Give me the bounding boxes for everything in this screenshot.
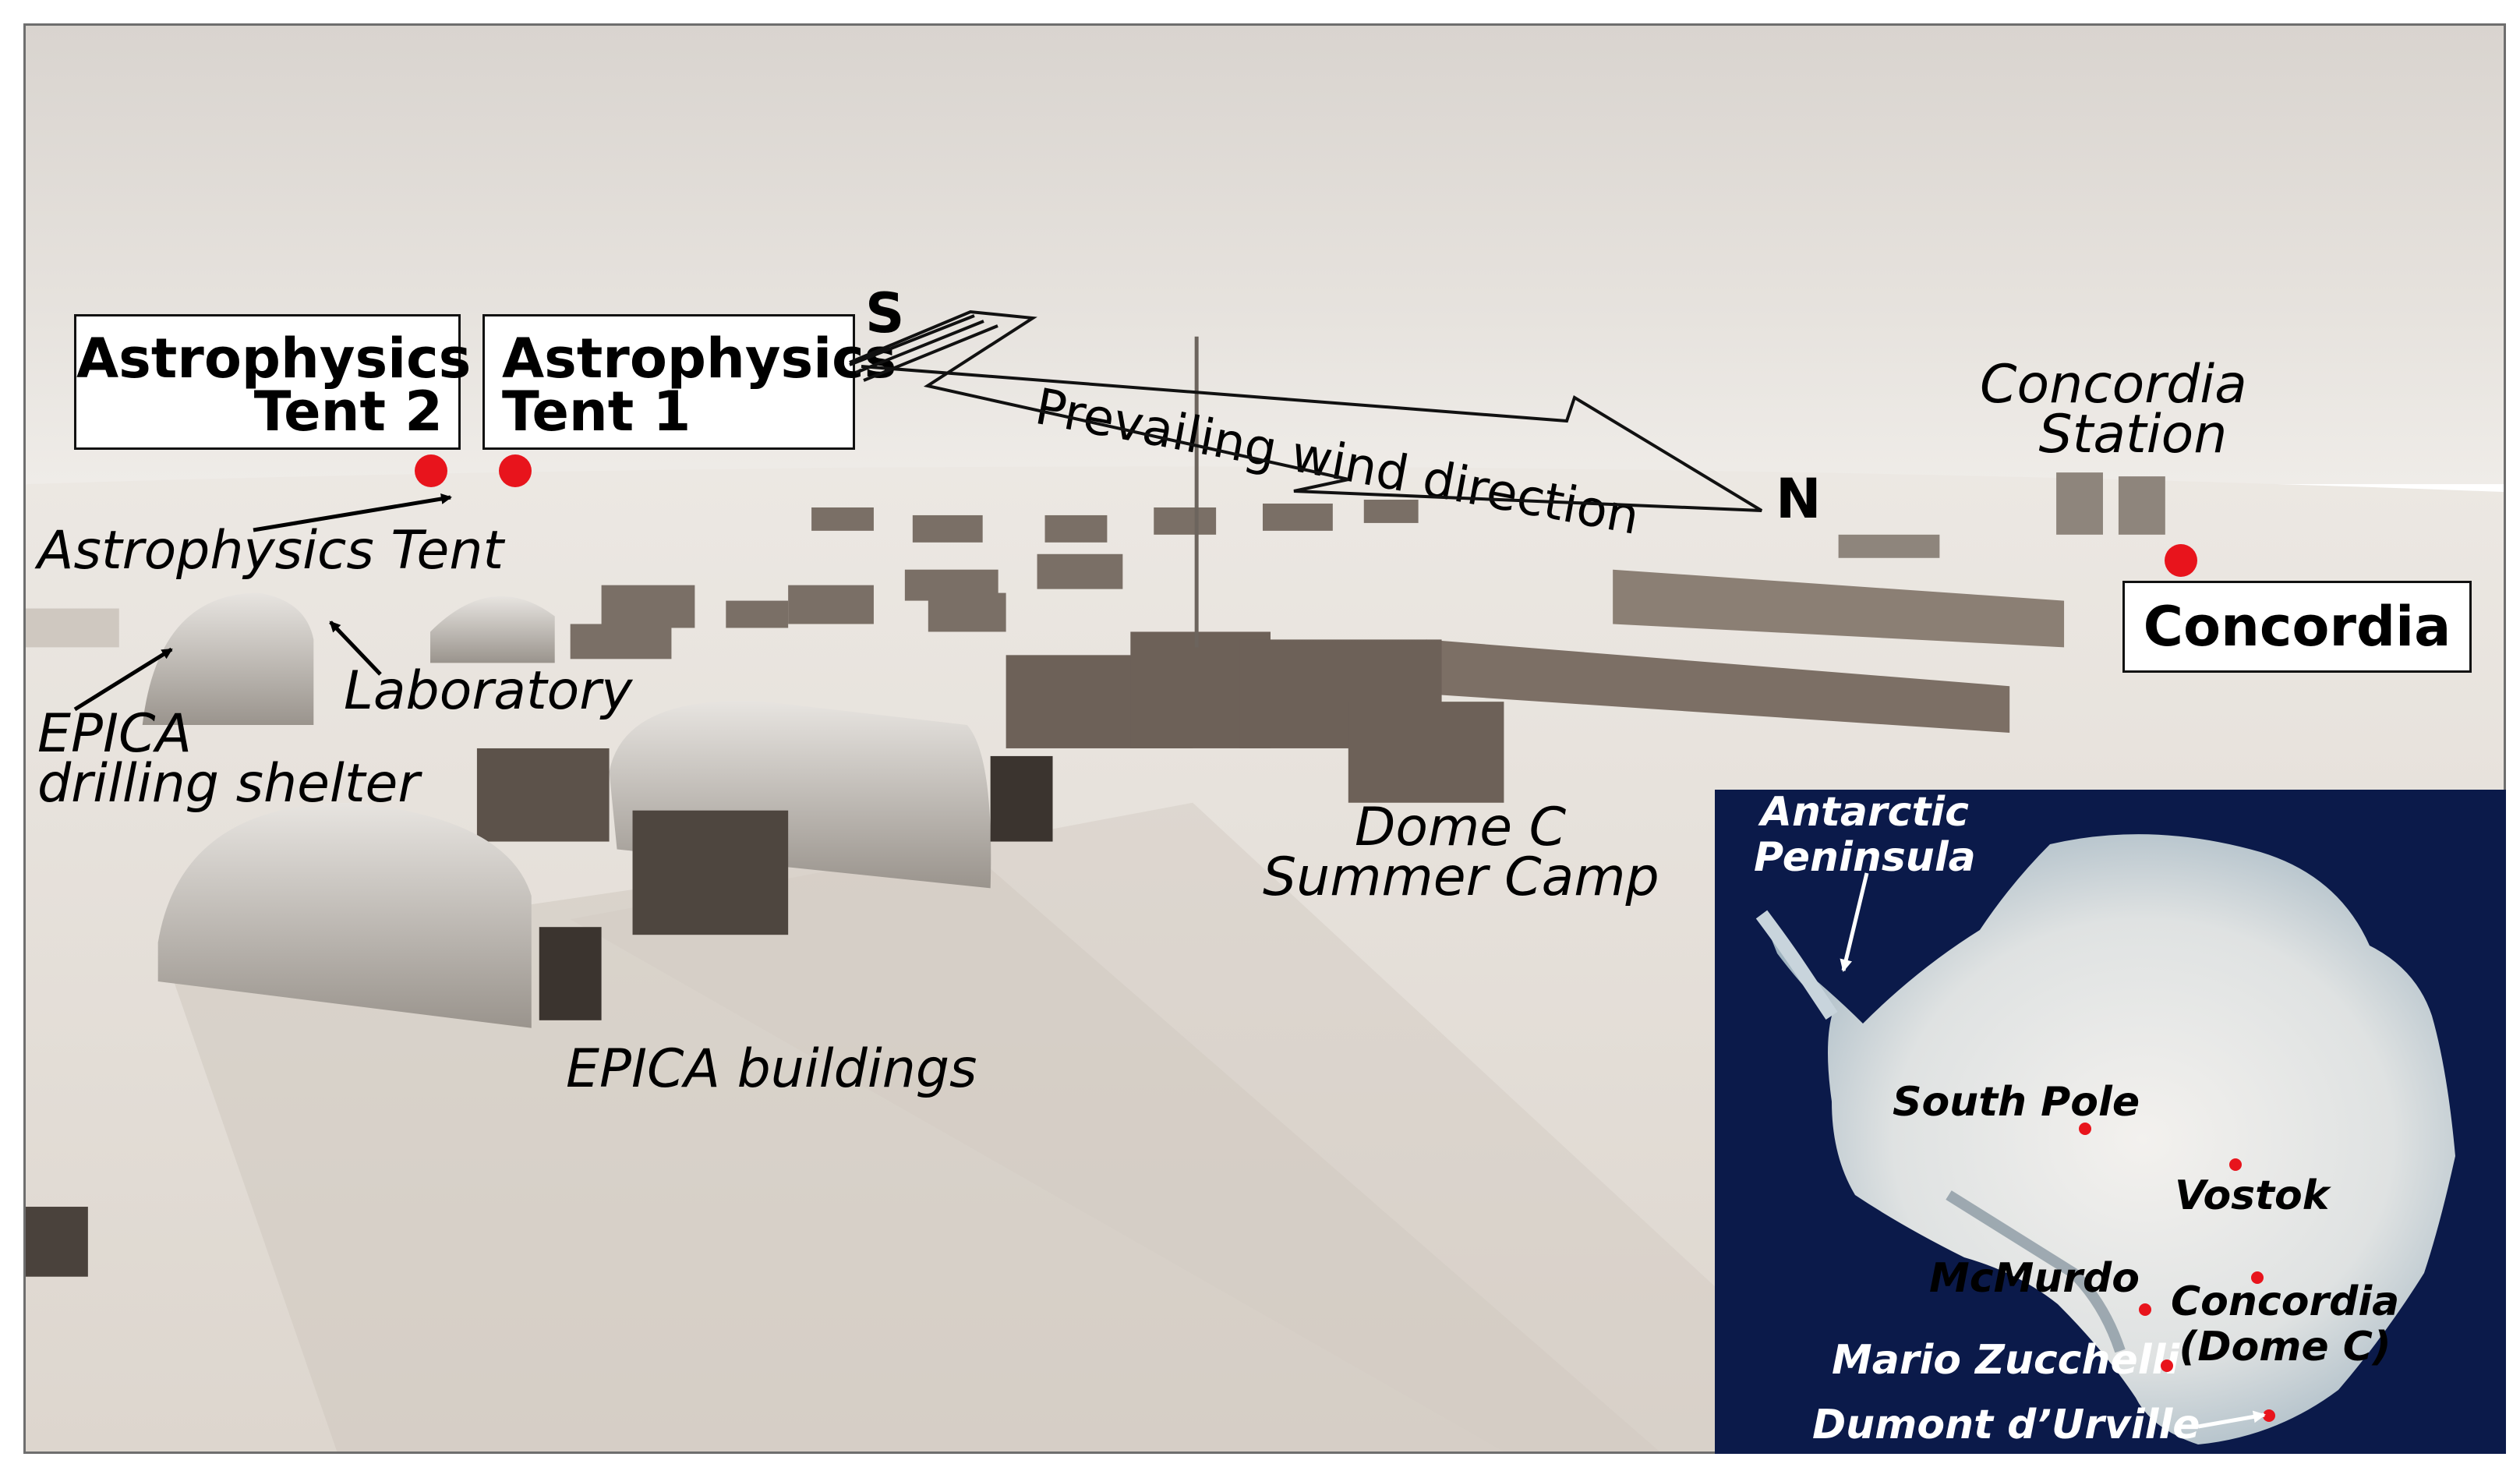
laboratory-dome xyxy=(430,596,555,663)
map-concordia-line-1: Concordia xyxy=(2171,1278,2400,1325)
map-dot-mario-zucchelli xyxy=(2161,1360,2173,1372)
epica-buildings-label: EPICA buildings xyxy=(566,1038,977,1100)
tent2-site-dot xyxy=(415,454,447,487)
map-label-dumont-durville: Dumont d’Urville xyxy=(1812,1402,2200,1448)
epica-shelter-line-1: EPICA xyxy=(37,703,193,765)
map-dot-south-pole xyxy=(2079,1123,2091,1135)
label-astrophysics-tent-1: Astrophysics Tent 1 xyxy=(482,314,897,450)
dome-c-camp-label: Dome C Summer Camp xyxy=(1263,797,1659,908)
antarctica-map-graphic xyxy=(1715,790,2506,1454)
concordia-station-label: Concordia Station xyxy=(1980,354,2247,465)
dome-c-camp-line-2: Summer Camp xyxy=(1263,847,1659,908)
map-concordia-line-2: (Dome C) xyxy=(2179,1324,2391,1370)
summer-camp-cluster xyxy=(1006,631,1504,803)
concordia-box-text: Concordia xyxy=(2143,595,2451,659)
laboratory-label: Laboratory xyxy=(344,660,633,722)
antarctica-inset-map: Antarctic Peninsula South Pole Vostok Mc… xyxy=(1715,790,2506,1454)
map-label-mario-zucchelli: Mario Zucchelli xyxy=(1832,1337,2180,1384)
concordia-towers xyxy=(1838,472,2165,558)
label-astrophysics-tent-2: Astrophysics Tent 2 xyxy=(74,314,472,450)
label-concordia: Concordia xyxy=(2122,581,2472,673)
map-dot-mcmurdo xyxy=(2139,1303,2151,1316)
map-dot-dumont-durville xyxy=(2263,1409,2275,1422)
tent1-line-2: Tent 1 xyxy=(502,380,691,444)
south-marker: S xyxy=(865,281,905,345)
concordia-site-dot xyxy=(2165,544,2197,577)
north-marker: N xyxy=(1776,467,1822,531)
map-label-antarctic-peninsula: Antarctic Peninsula xyxy=(1754,790,1976,880)
epica-building-dome-front xyxy=(157,802,532,1028)
distant-huts xyxy=(570,500,1419,659)
map-dot-vostok xyxy=(2229,1158,2242,1171)
antarctica-continent xyxy=(1762,834,2455,1444)
map-dot-concordia xyxy=(2251,1271,2264,1284)
concordia-station-line-1: Concordia xyxy=(1980,354,2247,415)
tent2-line-1: Astrophysics xyxy=(76,327,472,391)
epica-shelter-dome xyxy=(142,592,314,726)
map-label-mcmurdo: McMurdo xyxy=(1929,1255,2140,1302)
map-label-vostok: Vostok xyxy=(2175,1172,2330,1219)
peninsula-line-1: Antarctic xyxy=(1760,790,1969,836)
tent1-line-1: Astrophysics xyxy=(502,327,897,391)
tent1-site-dot xyxy=(499,454,532,487)
astrophysics-tent-label: Astrophysics Tent xyxy=(37,520,504,582)
dome-c-camp-line-1: Dome C xyxy=(1355,797,1567,858)
map-label-south-pole: South Pole xyxy=(1893,1079,2140,1126)
peninsula-line-2: Peninsula xyxy=(1754,834,1976,881)
summer-camp-long-building xyxy=(1613,569,2065,648)
map-label-concordia: Concordia (Dome C) xyxy=(2171,1279,2399,1370)
epica-shelter-line-2: drilling shelter xyxy=(37,753,420,815)
tent2-line-2: Tent 2 xyxy=(253,380,443,444)
epica-shelter-label: EPICA drilling shelter xyxy=(37,703,420,815)
concordia-station-line-2: Station xyxy=(2038,404,2228,465)
